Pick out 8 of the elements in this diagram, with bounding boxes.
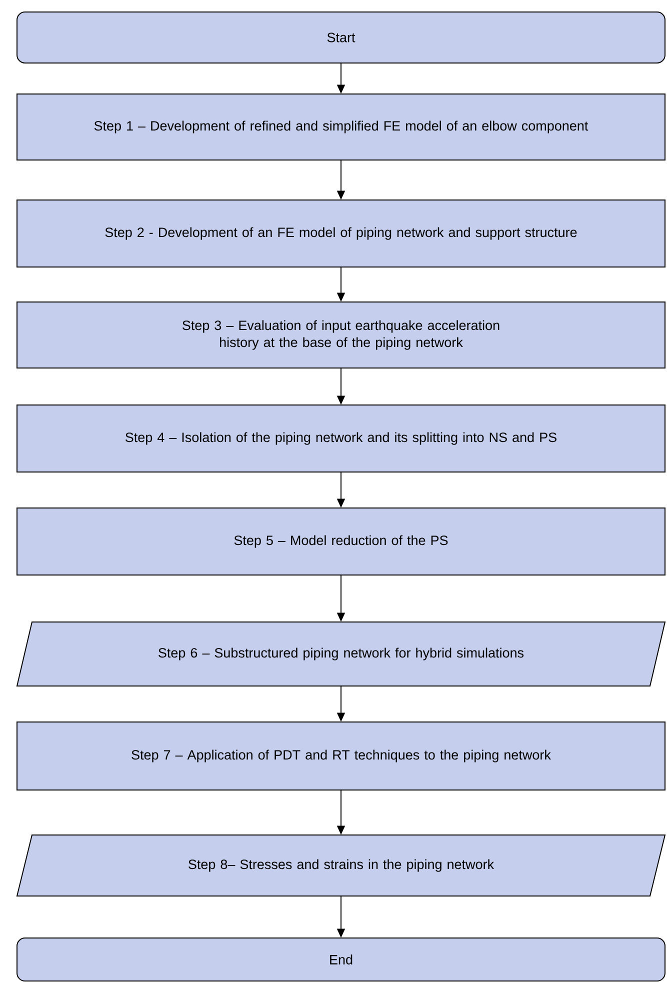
process-box: Step 4 – Isolation of the piping network and its splitting into NS and PS [16,404,666,472]
process-box: Step 7 – Application of PDT and RT techniques to the piping network [16,722,666,790]
process-box: Step 2 - Development of an FE model of piping network and support structure [16,200,666,268]
process-box: Step 3 – Evaluation of input earthquake acceleration history at the base of the piping network [16,302,666,368]
terminal-box: Start [16,12,666,64]
terminal-box: End [16,938,666,982]
process-box: Step 5 – Model reduction of the PS [16,508,666,576]
process-box: Step 1 – Development of refined and simplified FE model of an elbow component [16,94,666,160]
